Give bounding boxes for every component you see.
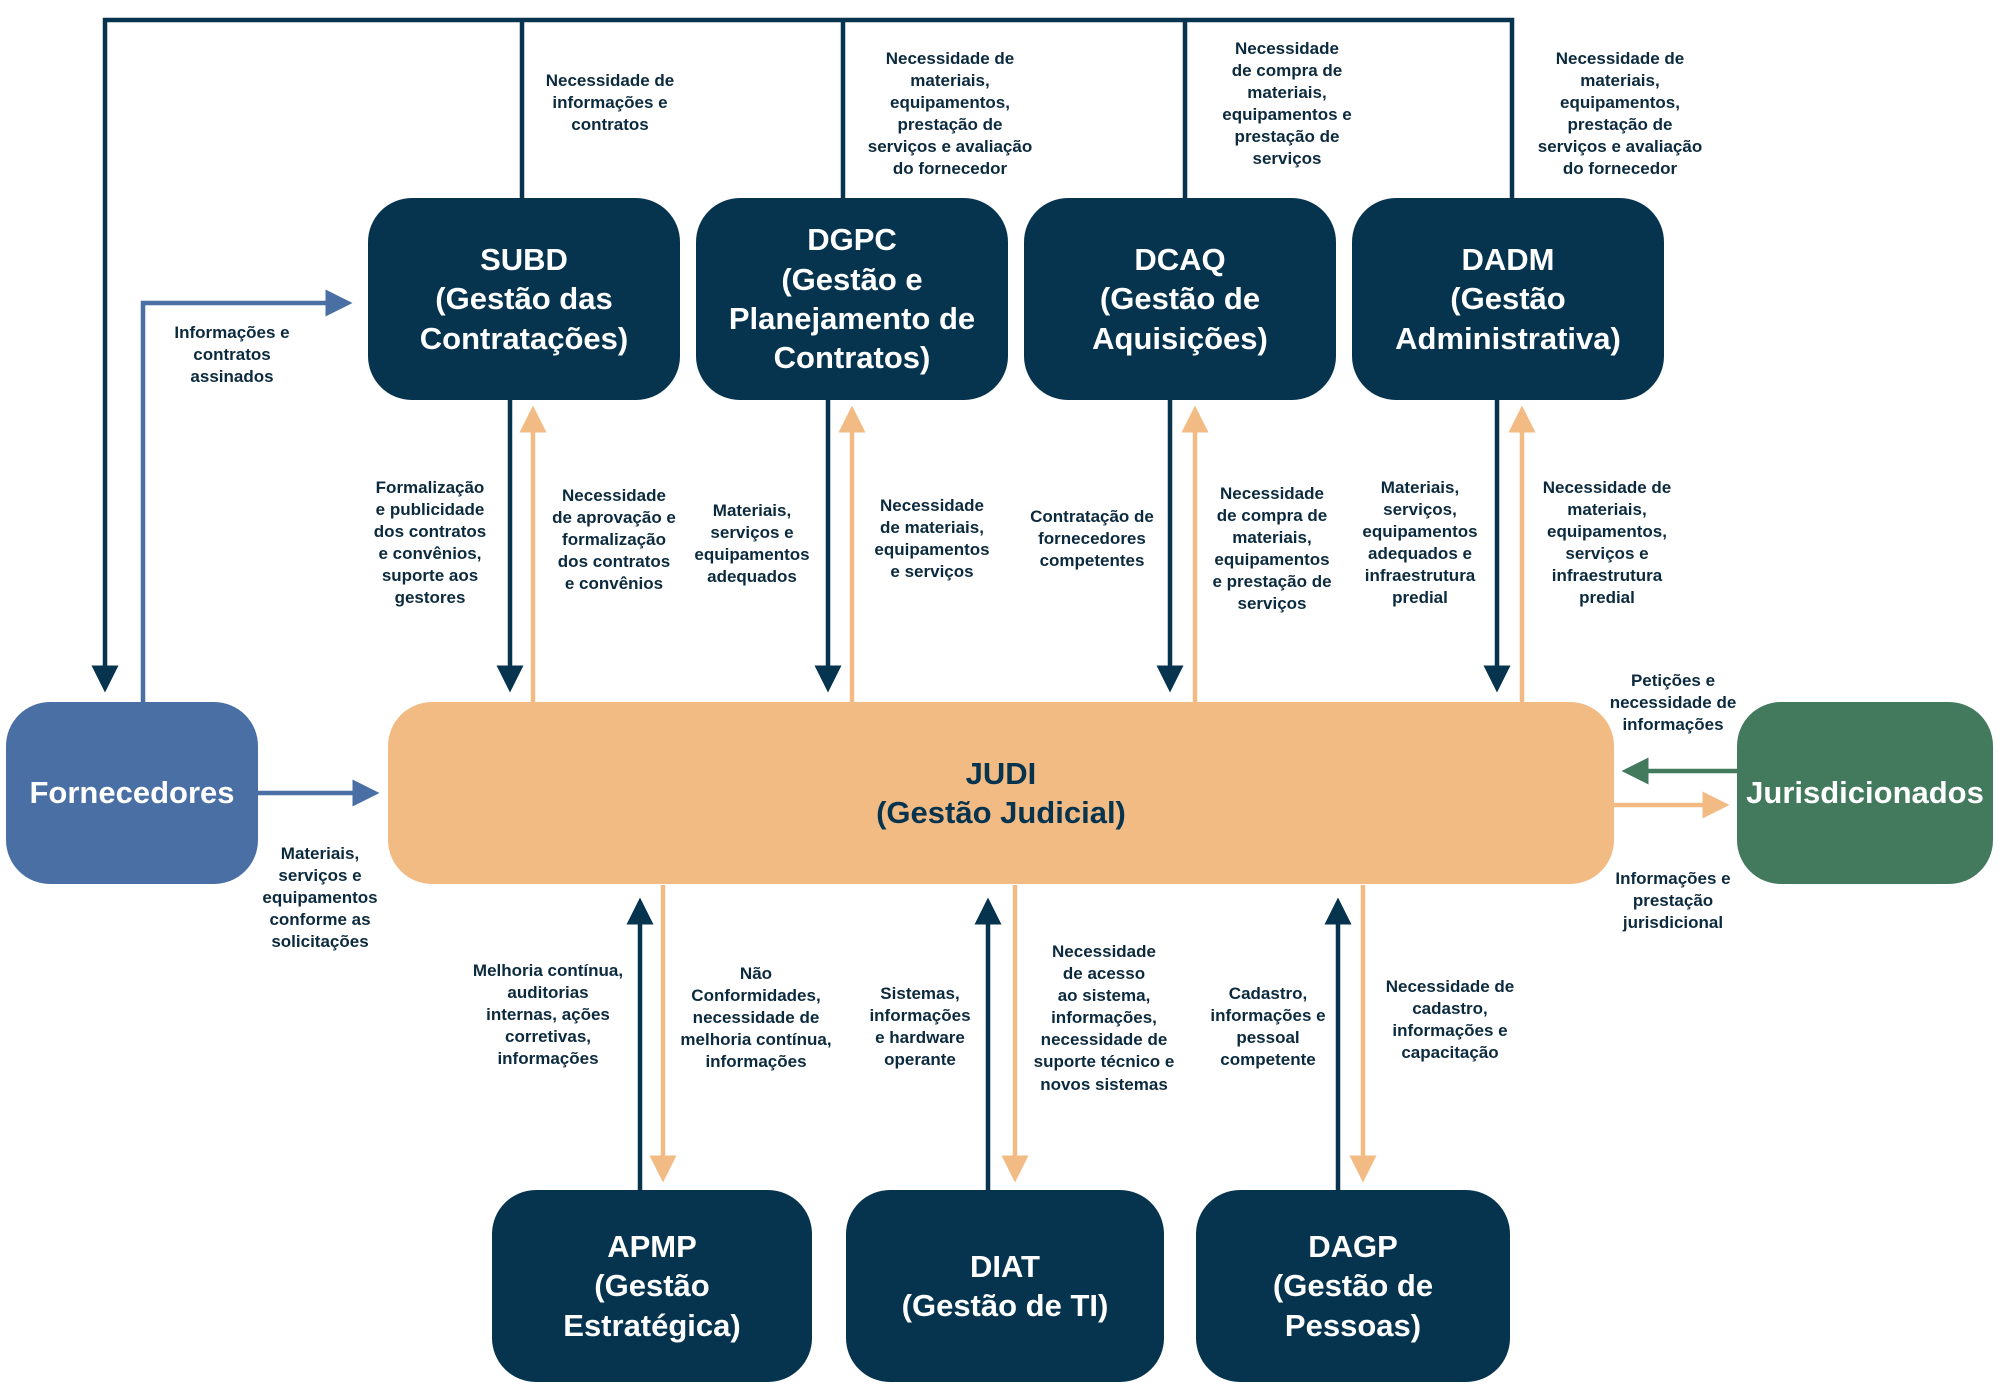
dcaq-title: DCAQ: [1134, 241, 1226, 277]
dgpc-box: DGPC (Gestão e Planejamento de Contratos…: [696, 198, 1008, 400]
jurisdicionados-title: Jurisdicionados: [1746, 775, 1984, 811]
apmp-box-text: APMP (Gestão Estratégica): [502, 1227, 802, 1345]
fornecedores-title: Fornecedores: [29, 775, 235, 811]
dgpc-title: DGPC: [807, 222, 897, 258]
apmp-title: APMP: [607, 1228, 697, 1264]
dgpc-box-text: DGPC (Gestão e Planejamento de Contratos…: [729, 220, 975, 377]
dadm-box: DADM (Gestão Administrativa): [1352, 198, 1664, 400]
diat-box: DIAT (Gestão de TI): [846, 1190, 1164, 1382]
dagp-box: DAGP (Gestão de Pessoas): [1196, 1190, 1510, 1382]
apmp-subtitle: (Gestão Estratégica): [563, 1268, 741, 1343]
judi-subtitle: (Gestão Judicial): [876, 795, 1126, 830]
dagp-subtitle: (Gestão de Pessoas): [1272, 1268, 1434, 1343]
label-dcaq-up: Necessidade de compra de materiais, equi…: [1212, 484, 1332, 614]
label-judi-to-juris: Informações e prestação jurisdicional: [1615, 869, 1731, 933]
dadm-box-text: DADM (Gestão Administrativa): [1395, 240, 1621, 358]
label-dadm-down: Materiais, serviços, equipamentos adequa…: [1362, 478, 1478, 608]
judi-box-text: JUDI (Gestão Judicial): [876, 754, 1126, 833]
label-subd-up: Necessidade de aprovação e formalização …: [552, 486, 676, 594]
label-subd-down: Formalização e publicidade dos contratos…: [373, 478, 487, 608]
subd-box: SUBD (Gestão das Contratações): [368, 198, 680, 400]
label-diat-up: Sistemas, informações e hardware operant…: [869, 984, 971, 1070]
label-forn-to-subd: Informações e contratos assinados: [174, 323, 290, 387]
dcaq-subtitle: (Gestão de Aquisições): [1092, 281, 1268, 356]
diat-title: DIAT: [969, 1248, 1040, 1284]
label-dgpc-down: Materiais, serviços e equipamentos adequ…: [694, 501, 810, 587]
dcaq-box-text: DCAQ (Gestão de Aquisições): [1092, 240, 1268, 358]
judi-title: JUDI: [965, 755, 1037, 791]
subd-box-text: SUBD (Gestão das Contratações): [420, 240, 628, 358]
top-bus-line: [91, 17, 1515, 693]
label-dgpc-up: Necessidade de materiais, equipamentos e…: [874, 496, 990, 582]
judi-box: JUDI (Gestão Judicial): [388, 702, 1614, 884]
label-dcaq-down: Contratação de fornecedores competentes: [1030, 507, 1154, 571]
label-apmp-up: Melhoria contínua, auditorias internas, …: [472, 961, 624, 1069]
dagp-box-text: DAGP (Gestão de Pessoas): [1206, 1227, 1500, 1345]
dadm-subtitle: (Gestão Administrativa): [1395, 281, 1621, 356]
fornecedores-box: Fornecedores: [6, 702, 258, 884]
apmp-box: APMP (Gestão Estratégica): [492, 1190, 812, 1382]
dgpc-subtitle: (Gestão e Planejamento de Contratos): [728, 261, 976, 376]
dadm-title: DADM: [1461, 241, 1555, 277]
label-juris-to-judi: Petições e necessidade de informações: [1609, 671, 1737, 735]
forn-to-subd-arrow: [140, 289, 353, 702]
label-top-dgpc: Necessidade de materiais, equipamentos, …: [867, 49, 1033, 179]
subd-subtitle: (Gestão das Contratações): [419, 281, 629, 356]
label-forn-to-judi: Materiais, serviços e equipamentos confo…: [262, 844, 378, 952]
label-dagp-up: Cadastro, informações e pessoal competen…: [1210, 984, 1326, 1070]
dagp-title: DAGP: [1308, 1228, 1398, 1264]
subd-title: SUBD: [480, 241, 568, 277]
label-top-dcaq: Necessidade de compra de materiais, equi…: [1222, 39, 1352, 169]
label-dadm-up: Necessidade de materiais, equipamentos, …: [1542, 478, 1672, 608]
jurisdicionados-box: Jurisdicionados: [1737, 702, 1993, 884]
diat-box-text: DIAT (Gestão de TI): [902, 1247, 1109, 1326]
label-diat-down: Necessidade de acesso ao sistema, inform…: [1033, 942, 1175, 1094]
dcaq-box: DCAQ (Gestão de Aquisições): [1024, 198, 1336, 400]
diat-subtitle: (Gestão de TI): [901, 1288, 1109, 1323]
label-top-dadm: Necessidade de materiais, equipamentos, …: [1537, 49, 1703, 179]
label-top-subd: Necessidade de informações e contratos: [545, 71, 675, 135]
label-apmp-down: Não Conformidades, necessidade de melhor…: [680, 964, 832, 1072]
label-dagp-down: Necessidade de cadastro, informações e c…: [1385, 977, 1515, 1063]
